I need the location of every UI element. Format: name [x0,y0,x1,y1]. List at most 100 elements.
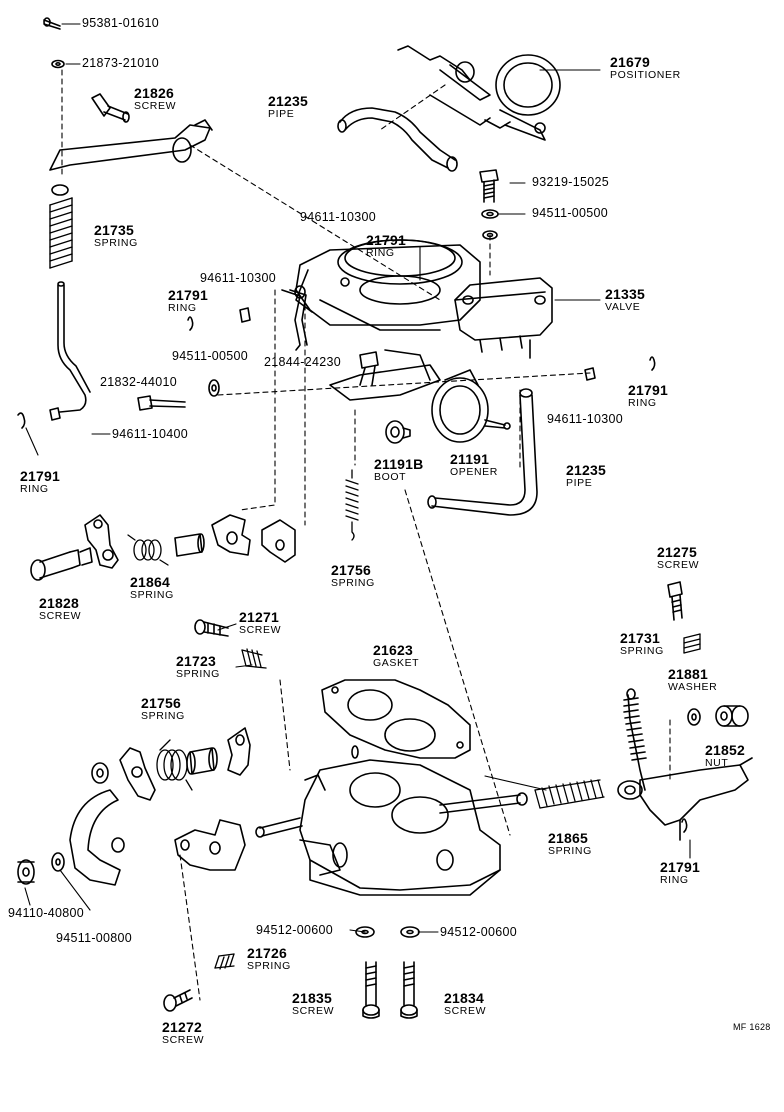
callout-94511-00500-upper: 94511-00500 [532,207,608,220]
part-number: 21235 [566,462,606,478]
pipe-21235-lower-drawing [427,388,538,516]
part-number: 94511-00500 [532,206,609,220]
valve-21335-drawing [454,277,553,359]
screw-21832-drawing [137,395,186,411]
part-number: 21191 [450,451,490,467]
part-name: SCREW [39,610,82,622]
part-number: 21191B [374,456,424,472]
part-name: RING [168,302,197,314]
part-number: 93219-15025 [532,175,609,189]
callout-94511-00800: 94511-00800 [56,932,132,945]
part-number: 21864 [130,574,170,590]
part-number: 21756 [141,695,181,711]
part-name: SCREW [134,100,177,112]
bracket-drawing [329,349,441,401]
part-number: 21835 [292,990,332,1006]
pipe-21235-upper-drawing [337,107,458,172]
gasket-21623-drawing [321,679,471,759]
part-number: 21335 [605,286,645,302]
part-name: SPRING [331,577,375,589]
part-name: SPRING [176,668,220,680]
part-number: 21791 [168,287,208,303]
part-name: SCREW [239,624,282,636]
callout-94511-00500-mid: 94511-00500 [172,350,248,363]
collar-drawing [174,533,205,557]
part-number: 94511-00500 [172,349,249,363]
nut-94611-10400-drawing [49,407,61,421]
part-name: SPRING [94,237,138,249]
callout-94611-10300-left: 94611-10300 [200,272,276,285]
part-number: 21726 [247,945,287,961]
callout-94611-10400: 94611-10400 [112,428,188,441]
spring-21735-drawing [49,197,73,269]
spring-21865-drawing [534,779,605,809]
part-number: 21828 [39,595,79,611]
throttle-lever-drawing [49,119,213,196]
part-number: 21844-24230 [264,355,341,369]
opener-21191-drawing [431,369,511,443]
screw-21275-drawing [667,581,683,621]
part-name: SPRING [548,845,592,857]
part-name: SPRING [247,960,291,972]
part-name: SCREW [657,559,700,571]
part-number: 21873-21010 [82,56,159,70]
part-number: 21832-44010 [100,375,177,389]
part-number: 21731 [620,630,660,646]
washer-left-drawing [91,762,109,784]
lever-part-drawing [84,514,119,569]
boot-21191b-drawing [385,420,411,444]
spring-21726-drawing [214,953,235,970]
clip-21791-right-drawing [649,356,656,371]
linkage-21844-drawing [281,285,379,386]
part-name: SCREW [162,1034,205,1046]
bracket-left-drawing [174,819,246,871]
throttle-shaft-drawing [439,792,528,814]
part-name: SCREW [292,1005,335,1017]
part-number: 21735 [94,222,134,238]
throttle-arm-right-drawing [617,757,753,841]
screw-21271-drawing [194,619,229,637]
adjust-screw-right-drawing [623,688,647,791]
part-number: 21272 [162,1019,202,1035]
washer-94512-left-drawing [355,926,375,938]
callout-94611-10300-upper: 94611-10300 [300,211,376,224]
part-number: 94512-00600 [440,925,517,939]
part-number: 94512-00600 [256,923,333,937]
spring-21756-upper-drawing [345,469,359,541]
washer-94511-mid-drawing [208,379,220,397]
part-name: WASHER [668,681,718,693]
part-number: 94611-10300 [300,210,377,224]
spring-21864-drawing [127,534,169,566]
screw-21834-drawing [400,961,418,1019]
part-number: 21271 [239,609,279,625]
part-number: 21791 [20,468,60,484]
part-number: 94611-10300 [200,271,277,285]
screw-93219-drawing [479,169,499,203]
link-rod-drawing [57,281,91,413]
callout-94512-00600-left: 94512-00600 [256,924,333,937]
bushing-drawing [186,747,218,775]
washer-21873-drawing [51,59,65,69]
callout-21832-44010: 21832-44010 [100,376,177,389]
callout-94611-10300-right: 94611-10300 [547,413,623,426]
part-name: RING [366,247,395,259]
